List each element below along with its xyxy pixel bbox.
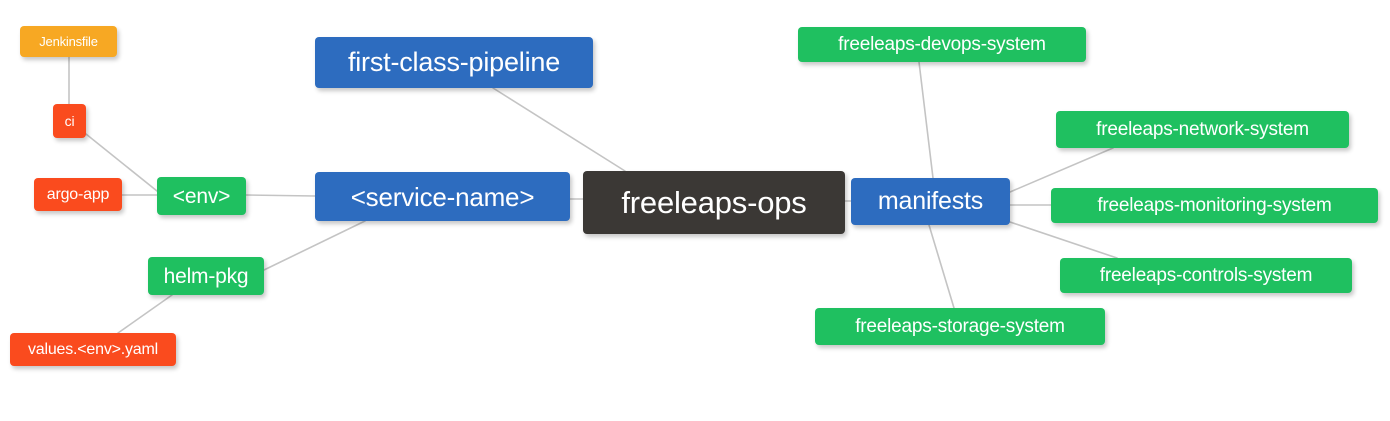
node-freeleaps-devops-system[interactable]: freeleaps-devops-system: [798, 27, 1086, 62]
node-label-freeleaps-monitoring-system: freeleaps-monitoring-system: [1097, 195, 1332, 216]
node-label-freeleaps-storage-system: freeleaps-storage-system: [855, 316, 1065, 337]
node-label-ci: ci: [64, 113, 75, 129]
node-helm-pkg[interactable]: helm-pkg: [148, 257, 264, 295]
node-argo-app[interactable]: argo-app: [34, 178, 122, 211]
node-label-helm-pkg: helm-pkg: [163, 264, 249, 288]
node-label-jenkinsfile: Jenkinsfile: [39, 34, 98, 49]
node-env[interactable]: <env>: [157, 177, 246, 215]
node-freeleaps-network-system[interactable]: freeleaps-network-system: [1056, 111, 1349, 148]
edge-manifests-to-freeleaps-network-system: [1009, 147, 1114, 193]
node-label-freeleaps-network-system: freeleaps-network-system: [1096, 119, 1309, 140]
node-jenkinsfile[interactable]: Jenkinsfile: [20, 26, 117, 57]
edge-helm-pkg-to-service-name: [263, 220, 366, 271]
node-ci[interactable]: ci: [53, 104, 86, 138]
edge-manifests-to-freeleaps-controls-system: [1009, 221, 1118, 259]
node-service-name[interactable]: <service-name>: [315, 172, 570, 221]
node-label-first-class-pipeline: first-class-pipeline: [347, 47, 561, 77]
edge-env-to-service-name: [245, 194, 316, 197]
edge-manifests-to-freeleaps-storage-system: [928, 224, 955, 309]
node-label-env: <env>: [172, 184, 231, 208]
node-label-freeleaps-ops: freeleaps-ops: [621, 185, 807, 220]
node-manifests[interactable]: manifests: [851, 178, 1010, 225]
node-freeleaps-controls-system[interactable]: freeleaps-controls-system: [1060, 258, 1352, 293]
node-freeleaps-storage-system[interactable]: freeleaps-storage-system: [815, 308, 1105, 345]
node-label-service-name: <service-name>: [350, 181, 535, 212]
node-label-freeleaps-controls-system: freeleaps-controls-system: [1099, 265, 1313, 286]
edge-manifests-to-freeleaps-devops-system: [918, 61, 934, 179]
edge-first-class-pipeline-to-freeleaps-ops: [492, 87, 626, 172]
node-freeleaps-ops[interactable]: freeleaps-ops: [583, 171, 845, 234]
node-label-freeleaps-devops-system: freeleaps-devops-system: [838, 34, 1046, 55]
node-label-argo-app: argo-app: [46, 185, 110, 203]
node-label-values-env-yaml: values.<env>.yaml: [27, 340, 158, 358]
node-label-manifests: manifests: [877, 187, 984, 215]
node-first-class-pipeline[interactable]: first-class-pipeline: [315, 37, 593, 88]
node-values-env-yaml[interactable]: values.<env>.yaml: [10, 333, 176, 366]
edge-values-env-yaml-to-helm-pkg: [117, 294, 173, 334]
node-freeleaps-monitoring-system[interactable]: freeleaps-monitoring-system: [1051, 188, 1378, 223]
